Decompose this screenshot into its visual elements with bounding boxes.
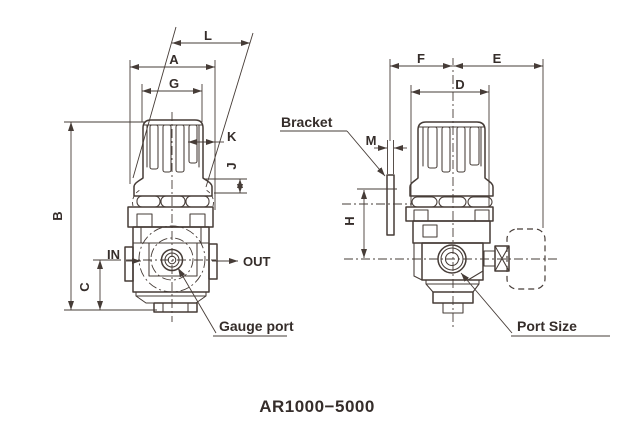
dim-G-label: G <box>169 76 179 91</box>
drawing-title: AR1000−5000 <box>259 397 375 416</box>
dim-K: K <box>188 129 237 145</box>
dim-K-label: K <box>227 129 237 144</box>
regulator-front-outline <box>124 112 218 322</box>
dim-L-label: L <box>204 28 212 43</box>
dim-B-label: B <box>50 211 65 220</box>
dim-E: E <box>454 51 544 228</box>
gauge-port-label: Gauge port <box>219 318 294 334</box>
dim-B: B <box>50 121 157 311</box>
dim-C: C <box>77 259 121 310</box>
dim-F: F <box>389 51 452 141</box>
flow-out: OUT <box>212 254 271 269</box>
port-size-label: Port Size <box>517 318 577 334</box>
bracket-plate <box>386 174 395 236</box>
body-front <box>132 226 210 293</box>
dim-M: M <box>366 133 407 174</box>
callout-bracket: Bracket <box>280 114 386 177</box>
dim-C-label: C <box>77 282 92 292</box>
dim-A-label: A <box>169 52 179 67</box>
regulator-side-outline <box>342 58 560 330</box>
dim-J: J <box>205 162 247 194</box>
flow-in: IN <box>107 247 141 264</box>
body-side <box>421 242 484 281</box>
dim-F-label: F <box>417 51 425 66</box>
dim-E-label: E <box>493 51 502 66</box>
callout-gauge-port: Gauge port <box>177 267 294 337</box>
in-label: IN <box>107 247 120 262</box>
dim-H: H <box>342 188 397 258</box>
side-view: F E D M H Bracket <box>280 51 610 337</box>
dim-G: G <box>141 76 203 122</box>
dim-D: D <box>410 77 490 206</box>
out-label: OUT <box>243 254 271 269</box>
dim-M-label: M <box>366 133 377 148</box>
dim-J-label: J <box>224 162 239 169</box>
bracket-label: Bracket <box>281 114 333 130</box>
dim-H-label: H <box>342 216 357 225</box>
front-view: L A G K J B <box>50 26 294 337</box>
dim-L: L <box>132 26 254 188</box>
dim-D-label: D <box>455 77 464 92</box>
knob-front <box>133 119 213 197</box>
callout-port-size: Port Size <box>460 272 610 337</box>
